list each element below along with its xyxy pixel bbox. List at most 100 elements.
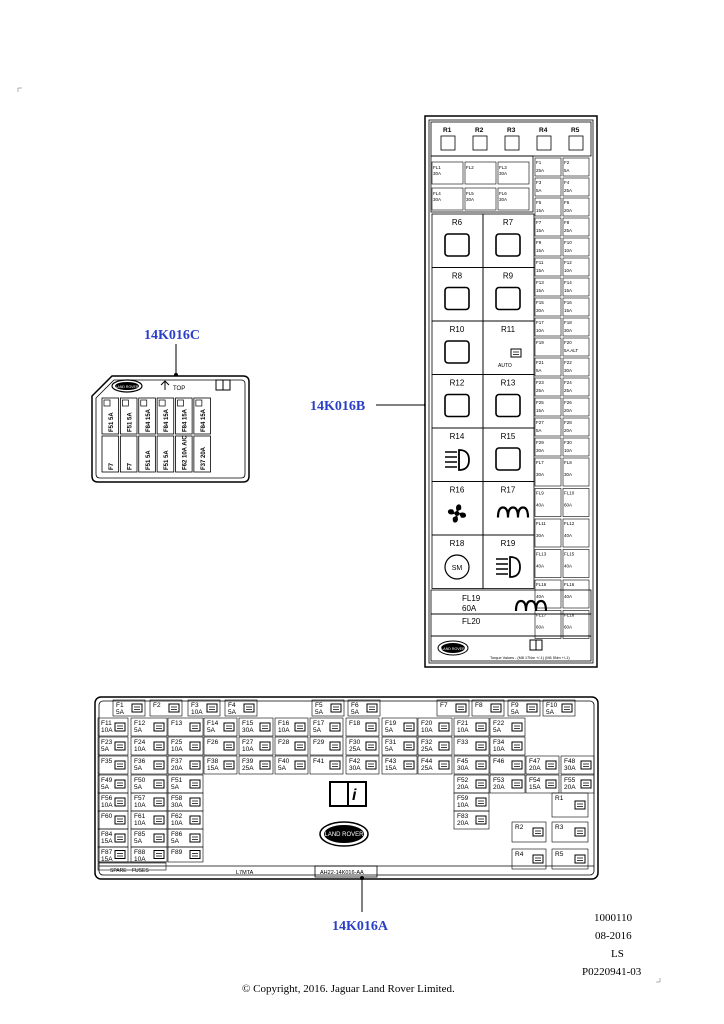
a-fuse-amp: 30A bbox=[564, 765, 576, 772]
a-fuse-amp: 10A bbox=[134, 820, 146, 827]
a-fuse-label: F17 bbox=[313, 720, 325, 727]
fl-amp: 30A bbox=[499, 197, 507, 202]
big-relay-label: R7 bbox=[503, 218, 514, 227]
a-fuse-label: F88 bbox=[134, 849, 146, 856]
big-relay-label: R10 bbox=[450, 325, 465, 334]
right-fuse-amp: 40A bbox=[536, 564, 544, 569]
callout-a-label: 14K016A bbox=[332, 919, 389, 934]
a-fuse-label: F18 bbox=[349, 720, 361, 727]
a-fuse-label: F62 bbox=[171, 813, 183, 820]
a-fuse-amp: 5A bbox=[385, 727, 394, 734]
big-relay-label: R17 bbox=[501, 486, 516, 495]
right-fuse-label: F10 bbox=[564, 240, 572, 245]
a-fuse-label: F89 bbox=[171, 849, 183, 856]
right-fuse-label: F22 bbox=[564, 360, 572, 365]
a-fuse-amp: 5A bbox=[546, 709, 555, 716]
right-fuse-amp: 15A bbox=[536, 208, 544, 213]
big-relay-label: R9 bbox=[503, 272, 514, 281]
right-fuse-label: F24 bbox=[564, 380, 572, 385]
c-bottom-fuse: F51 5A bbox=[146, 450, 152, 470]
fl-label: FL5 bbox=[466, 191, 474, 196]
a-fuse-amp: 5A bbox=[385, 746, 394, 753]
footer: 1000110 08-2016 LS P0220941-03 © Copyrig… bbox=[242, 912, 642, 995]
torque-values: Torque Values - (M8 17Nm +/-1) (M6 5Nm +… bbox=[490, 656, 570, 660]
right-fuse-amp: 25A bbox=[564, 388, 572, 393]
a-fuse-amp: 10A bbox=[457, 727, 469, 734]
right-fuse-amp: 30A bbox=[564, 368, 572, 373]
svg-text:LAND ROVER: LAND ROVER bbox=[324, 832, 364, 838]
right-fuse-label: F26 bbox=[564, 400, 572, 405]
relay-icon bbox=[472, 135, 488, 151]
a-fuse-amp: 5A bbox=[315, 709, 324, 716]
a-fuse-amp: 25A bbox=[349, 746, 361, 753]
right-fuse-label: F1 bbox=[536, 160, 542, 165]
right-fuse-amp: 15A bbox=[564, 308, 572, 313]
relay-symbol-icon bbox=[495, 393, 521, 418]
a-fuse-amp: 15A bbox=[385, 765, 397, 772]
a-fuse-label: F48 bbox=[564, 758, 576, 765]
right-fuse-amp: 30A bbox=[536, 448, 544, 453]
a-fuse-label: F21 bbox=[457, 720, 469, 727]
a-fuse-label: F57 bbox=[134, 795, 146, 802]
a-fuse-label: R2 bbox=[515, 824, 524, 831]
a-fuse-amp: 10A bbox=[101, 802, 113, 809]
a-fuse-amp: 30A bbox=[457, 765, 469, 772]
callout-14k016a: 14K016A bbox=[332, 876, 389, 934]
a-fuse-label: F50 bbox=[134, 777, 146, 784]
a-fuse-amp: 5A bbox=[313, 727, 322, 734]
a-fuse-label: F61 bbox=[134, 813, 146, 820]
right-fuse-label: FL10 bbox=[564, 491, 575, 496]
right-fuse-label: F2 bbox=[564, 160, 570, 165]
a-fuse-amp: 25A bbox=[242, 765, 254, 772]
a-fuse-label: F28 bbox=[278, 739, 290, 746]
a-fuse-label: R4 bbox=[515, 851, 524, 858]
a-fuse-label: F42 bbox=[349, 758, 361, 765]
a-fuse-label: F47 bbox=[529, 758, 541, 765]
right-fuse-label: F17 bbox=[536, 320, 544, 325]
right-fuse-amp: 40A bbox=[564, 564, 572, 569]
right-fuse-label: F29 bbox=[536, 440, 544, 445]
a-fuse-amp: 10A bbox=[457, 802, 469, 809]
c-top-fuse: F51 5A bbox=[127, 412, 133, 432]
fl20-label: FL20 bbox=[462, 617, 481, 626]
a-fuse-amp: 5A bbox=[134, 765, 143, 772]
c-top-fuse: F84 15A bbox=[201, 408, 207, 432]
right-fuse-amp: 25A bbox=[536, 388, 544, 393]
a-fuse-amp: 5A bbox=[278, 765, 287, 772]
a-fuse-label: R3 bbox=[555, 824, 564, 831]
a-fuse-label: F33 bbox=[457, 739, 469, 746]
right-fuse-amp: 60A bbox=[564, 625, 572, 630]
a-fuse-amp: 20A bbox=[457, 784, 469, 791]
fl19-amp: 60A bbox=[462, 604, 477, 613]
a-fuse-label: F37 bbox=[171, 758, 183, 765]
a-fuse-amp: 10A bbox=[493, 746, 505, 753]
right-fuse-label: F7 bbox=[536, 220, 542, 225]
right-fuse-amp: 10A bbox=[564, 248, 572, 253]
right-fuse-label: FL13 bbox=[536, 552, 547, 557]
a-fuse-label: F20 bbox=[421, 720, 433, 727]
a-fuse-label: R5 bbox=[555, 851, 564, 858]
a-fuse-amp: 15A bbox=[101, 838, 113, 845]
right-fuse-label: FL8 bbox=[564, 460, 572, 465]
a-fuse-amp: 20A bbox=[493, 784, 505, 791]
crop-mark bbox=[17, 87, 22, 92]
a-fuse-label: F51 bbox=[171, 777, 183, 784]
right-fuse-label: F4 bbox=[564, 180, 570, 185]
a-fuse-label: F24 bbox=[134, 739, 146, 746]
c-bottom-fuse: F37 20A bbox=[201, 446, 207, 470]
a-fuse-label: F36 bbox=[134, 758, 146, 765]
right-fuse-amp: 10A bbox=[564, 268, 572, 273]
a-fuse-label: F85 bbox=[134, 831, 146, 838]
a-fuse-label: F25 bbox=[171, 739, 183, 746]
fl-amp: 30A bbox=[433, 171, 441, 176]
relay-label: R4 bbox=[539, 127, 548, 134]
a-fuse-amp: 20A bbox=[457, 820, 469, 827]
a-fuse-amp: 10A bbox=[134, 856, 146, 863]
sm-icon bbox=[444, 554, 470, 580]
right-fuse-label: FL16 bbox=[564, 582, 575, 587]
